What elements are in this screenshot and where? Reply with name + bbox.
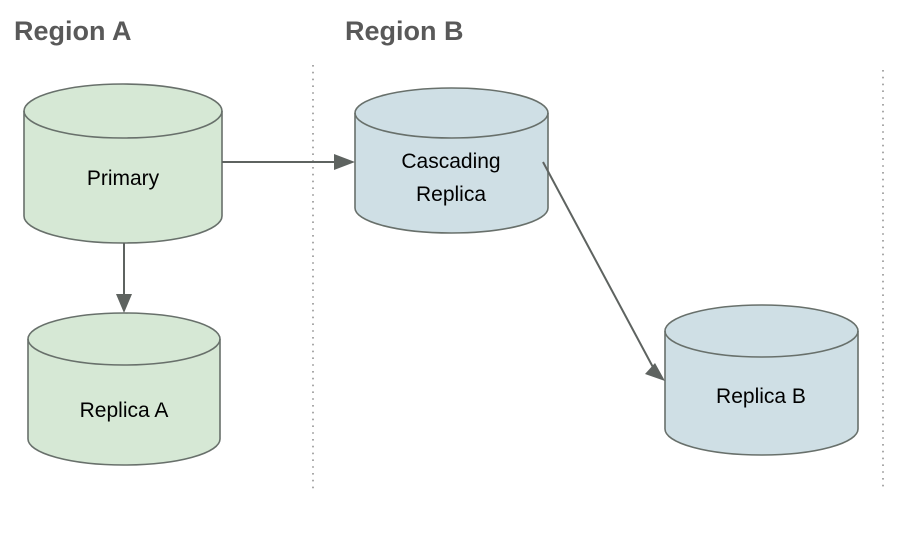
primary-cylinder-body bbox=[23, 83, 223, 244]
node-replica-b[interactable]: Replica B bbox=[664, 304, 859, 456]
replica-b-cylinder-rim bbox=[664, 330, 859, 358]
replica-b-cylinder-body bbox=[664, 304, 859, 456]
cascading-replica-cylinder-rim bbox=[354, 112, 549, 139]
primary-label: Primary bbox=[87, 167, 160, 190]
edge-cascading-replica-to-replica-b-line bbox=[542, 161, 656, 372]
edge-primary-to-cascading-replica bbox=[222, 154, 355, 170]
cascading-replica-label-line-1: Cascading bbox=[401, 150, 500, 173]
region-label-b: Region B bbox=[345, 16, 464, 46]
replica-a-label: Replica A bbox=[80, 399, 169, 422]
cascading-replica-cylinder-body bbox=[354, 87, 549, 234]
edge-primary-to-replica-a bbox=[116, 243, 132, 313]
replica-b-label: Replica B bbox=[716, 385, 806, 408]
edge-cascading-replica-to-replica-b-arrowhead bbox=[645, 363, 665, 381]
primary-cylinder-rim bbox=[23, 110, 223, 139]
cascading-replica-label-line-2: Replica bbox=[416, 183, 486, 206]
replica-a-cylinder-rim bbox=[27, 338, 221, 366]
node-replica-a[interactable]: Replica A bbox=[27, 312, 221, 466]
region-label-a: Region A bbox=[14, 16, 132, 46]
node-primary[interactable]: Primary bbox=[23, 83, 223, 244]
replica-a-cylinder-body bbox=[27, 312, 221, 466]
node-cascading-replica[interactable]: Cascading Replica bbox=[354, 87, 549, 234]
edge-cascading-replica-to-replica-b bbox=[542, 161, 665, 381]
region-labels: Region A Region B bbox=[14, 16, 464, 46]
edge-primary-to-replica-a-arrowhead bbox=[116, 294, 132, 313]
edge-primary-to-cascading-replica-arrowhead bbox=[334, 154, 355, 170]
